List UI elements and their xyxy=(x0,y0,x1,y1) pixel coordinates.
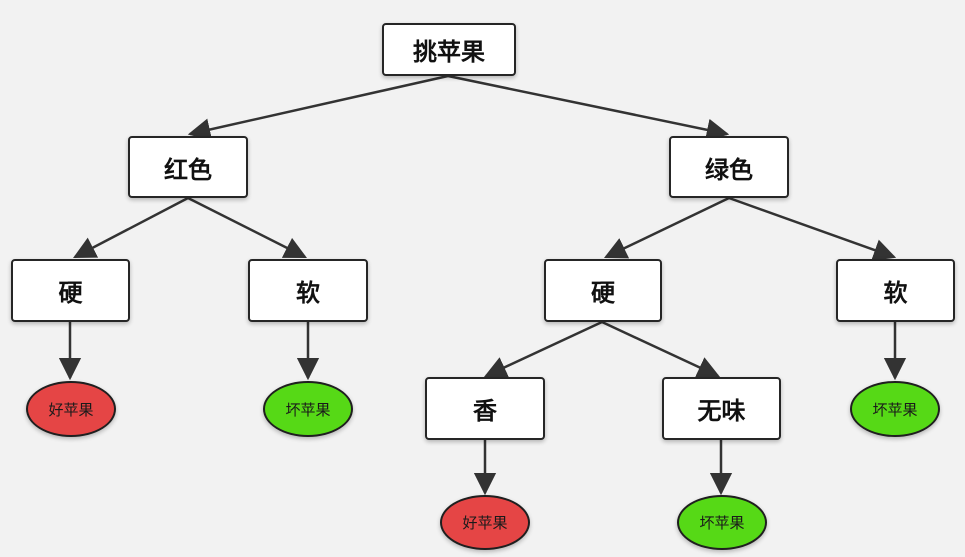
node-green-hard: 硬 xyxy=(544,259,662,322)
node-color-green-label: 绿色 xyxy=(705,155,753,184)
node-red-hard-label: 硬 xyxy=(58,279,83,307)
leaf-tasteless-label: 坏苹果 xyxy=(699,514,745,532)
edge-greenhard-fragrant xyxy=(483,320,603,378)
node-root-label: 挑苹果 xyxy=(413,38,485,66)
node-color-red: 红色 xyxy=(128,136,248,198)
edge-green-hard xyxy=(603,196,730,259)
edge-red-soft xyxy=(187,196,308,259)
node-color-red-label: 红色 xyxy=(164,155,212,184)
leaf-red-hard-good: 好苹果 xyxy=(26,381,116,437)
edge-greenhard-tasteless xyxy=(601,320,721,378)
node-green-soft: 软 xyxy=(836,259,955,322)
leaf-fragrant-label: 好苹果 xyxy=(462,514,508,532)
edge-green-soft xyxy=(728,196,897,261)
node-green-hard-label: 硬 xyxy=(591,279,615,307)
edge-red-hard xyxy=(73,196,189,259)
leaf-green-soft-bad: 坏苹果 xyxy=(850,381,940,437)
edge-root-green xyxy=(447,74,730,141)
node-fragrant-label: 香 xyxy=(473,397,497,425)
node-root: 挑苹果 xyxy=(382,23,516,76)
node-color-green: 绿色 xyxy=(669,136,789,198)
node-green-soft-label: 软 xyxy=(883,279,908,307)
leaf-fragrant-good: 好苹果 xyxy=(440,495,530,550)
leaf-red-hard-label: 好苹果 xyxy=(48,400,94,419)
node-red-soft: 软 xyxy=(248,259,368,322)
node-red-hard: 硬 xyxy=(11,259,130,322)
edge-root-red xyxy=(187,74,449,141)
node-red-soft-label: 软 xyxy=(296,279,320,307)
leaf-green-soft-label: 坏苹果 xyxy=(872,400,918,419)
node-tasteless-label: 无味 xyxy=(697,397,746,425)
leaf-tasteless-bad: 坏苹果 xyxy=(677,495,767,550)
leaf-red-soft-label: 坏苹果 xyxy=(285,400,331,419)
node-fragrant: 香 xyxy=(425,377,545,440)
leaf-red-soft-bad: 坏苹果 xyxy=(263,381,353,437)
node-tasteless: 无味 xyxy=(662,377,781,440)
